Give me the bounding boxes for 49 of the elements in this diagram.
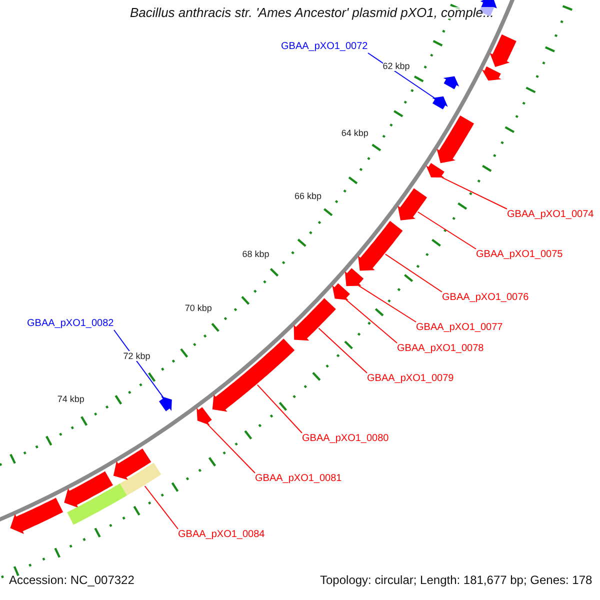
gene-feature xyxy=(344,268,364,286)
gene-feature xyxy=(332,283,350,300)
gene-feature xyxy=(482,66,502,81)
leader-line xyxy=(441,176,508,210)
gene-label: GBAA_pXO1_0075 xyxy=(476,249,563,261)
leader-line xyxy=(318,328,368,374)
gene-feature xyxy=(294,298,336,341)
leader-line xyxy=(358,285,416,322)
gene-feature xyxy=(436,116,474,164)
gene-label: GBAA_pXO1_0077 xyxy=(416,322,503,334)
gene-feature xyxy=(159,396,172,412)
scale-label: 72 kbp xyxy=(123,350,150,361)
gene-label: GBAA_pXO1_0078 xyxy=(397,343,484,355)
gene-feature xyxy=(212,338,295,412)
scale-label: 68 kbp xyxy=(242,249,270,260)
scale-label: 62 kbp xyxy=(382,61,410,72)
gene-label: GBAA_pXO1_0074 xyxy=(507,209,594,221)
leader-line xyxy=(144,486,178,530)
gene-label: GBAA_pXO1_0081 xyxy=(255,473,342,485)
leader-line xyxy=(207,424,256,474)
gene-feature xyxy=(113,448,152,480)
leader-line xyxy=(417,212,476,250)
gene-label: GBAA_pXO1_0084 xyxy=(178,529,265,541)
scale-label: 74 kbp xyxy=(57,394,84,404)
gene-label: GBAA_pXO1_0076 xyxy=(442,292,529,304)
leader-line xyxy=(384,254,442,292)
gene-feature xyxy=(10,498,64,534)
leader-line xyxy=(346,299,398,344)
scale-label: 70 kbp xyxy=(184,302,212,313)
leader-line xyxy=(256,384,302,434)
gene-label: GBAA_pXO1_0082 xyxy=(27,318,114,330)
gene-feature xyxy=(443,76,460,90)
gene-feature xyxy=(490,34,516,67)
title: Bacillus anthracis str. 'Ames Ancestor' plasmid pXO1, comple... xyxy=(130,7,494,19)
gene-feature xyxy=(196,407,212,426)
gene-feature xyxy=(67,483,127,525)
gene-label: GBAA_pXO1_0072 xyxy=(281,41,368,53)
scale-label: 66 kbp xyxy=(294,190,322,201)
gene-feature xyxy=(358,220,403,271)
map-summary: Topology: circular; Length: 181,677 bp; Genes: 178 xyxy=(320,574,592,586)
gene-feature xyxy=(426,163,444,178)
gene-feature xyxy=(64,471,113,508)
gene-label: GBAA_pXO1_0080 xyxy=(302,433,389,445)
gene-feature xyxy=(398,188,427,220)
gene-feature xyxy=(120,462,162,496)
gene-feature xyxy=(432,96,448,110)
gene-label: GBAA_pXO1_0079 xyxy=(367,373,454,385)
accession-text: Accession: NC_007322 xyxy=(9,574,134,586)
scale-label: 64 kbp xyxy=(341,128,368,138)
